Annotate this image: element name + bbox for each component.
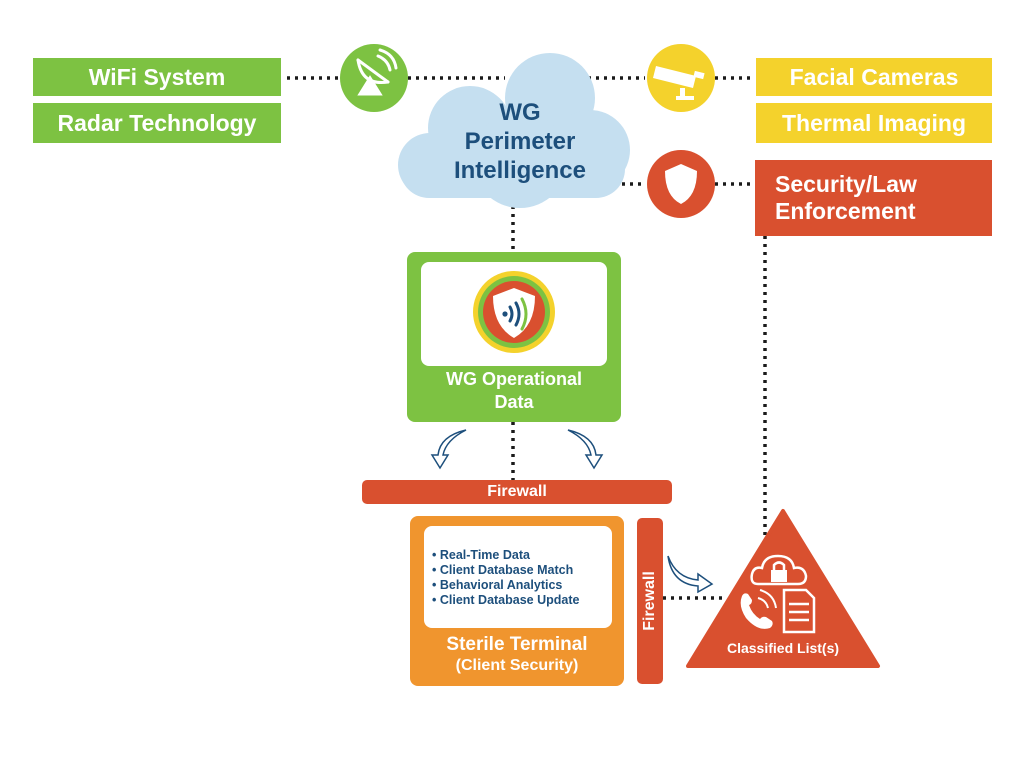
radar-technology-label: Radar Technology <box>33 103 281 143</box>
firewall-horizontal: Firewall <box>362 480 672 504</box>
sterile-terminal-subtitle: (Client Security) <box>455 657 579 674</box>
operational-data-title: WG Operational Data <box>407 368 621 414</box>
sterile-terminal-panel: • Real-Time Data • Client Database Match… <box>424 526 612 628</box>
wifi-system-label: WiFi System <box>33 58 281 96</box>
cloud-lock-icon <box>750 554 808 586</box>
document-icon <box>782 588 816 634</box>
satellite-dish-icon <box>340 44 408 112</box>
list-item: • Behavioral Analytics <box>432 578 563 592</box>
operational-title-line1: WG Operational <box>445 369 582 389</box>
firewall-vertical: Firewall <box>637 518 663 684</box>
flow-arrows <box>430 429 714 594</box>
operational-data-box: WG Operational Data <box>407 252 621 422</box>
sterile-terminal-title: Sterile Terminal <box>446 634 588 655</box>
firewall-horizontal-label: Firewall <box>487 483 547 500</box>
cloud-title: WG Perimeter Intelligence <box>410 98 630 185</box>
sterile-feature-list: • Real-Time Data • Client Database Match… <box>424 526 612 608</box>
operational-title-line2: Data <box>494 392 534 412</box>
cloud-title-line2: Perimeter <box>464 128 576 155</box>
list-item: • Client Database Update <box>432 593 580 607</box>
security-camera-icon <box>647 44 715 112</box>
classified-lists-label: Classified List(s) <box>726 640 840 656</box>
list-item: • Client Database Match <box>432 563 574 577</box>
wifi-shield-logo-icon <box>473 271 555 353</box>
list-item: • Real-Time Data <box>432 548 530 562</box>
phone-icon <box>740 589 777 629</box>
operational-logo-panel <box>421 262 607 366</box>
sterile-terminal-box: • Real-Time Data • Client Database Match… <box>410 516 624 686</box>
shield-icon <box>647 150 715 218</box>
cloud-title-line1: WG <box>499 99 541 126</box>
classified-triangle <box>686 509 880 668</box>
facial-cameras-label: Facial Cameras <box>756 58 992 96</box>
perimeter-cloud <box>398 53 630 208</box>
cloud-title-line3: Intelligence <box>453 157 587 184</box>
thermal-imaging-label: Thermal Imaging <box>756 103 992 143</box>
firewall-vertical-label: Firewall <box>641 571 658 631</box>
security-law-enforcement-label: Security/Law Enforcement <box>755 160 992 236</box>
